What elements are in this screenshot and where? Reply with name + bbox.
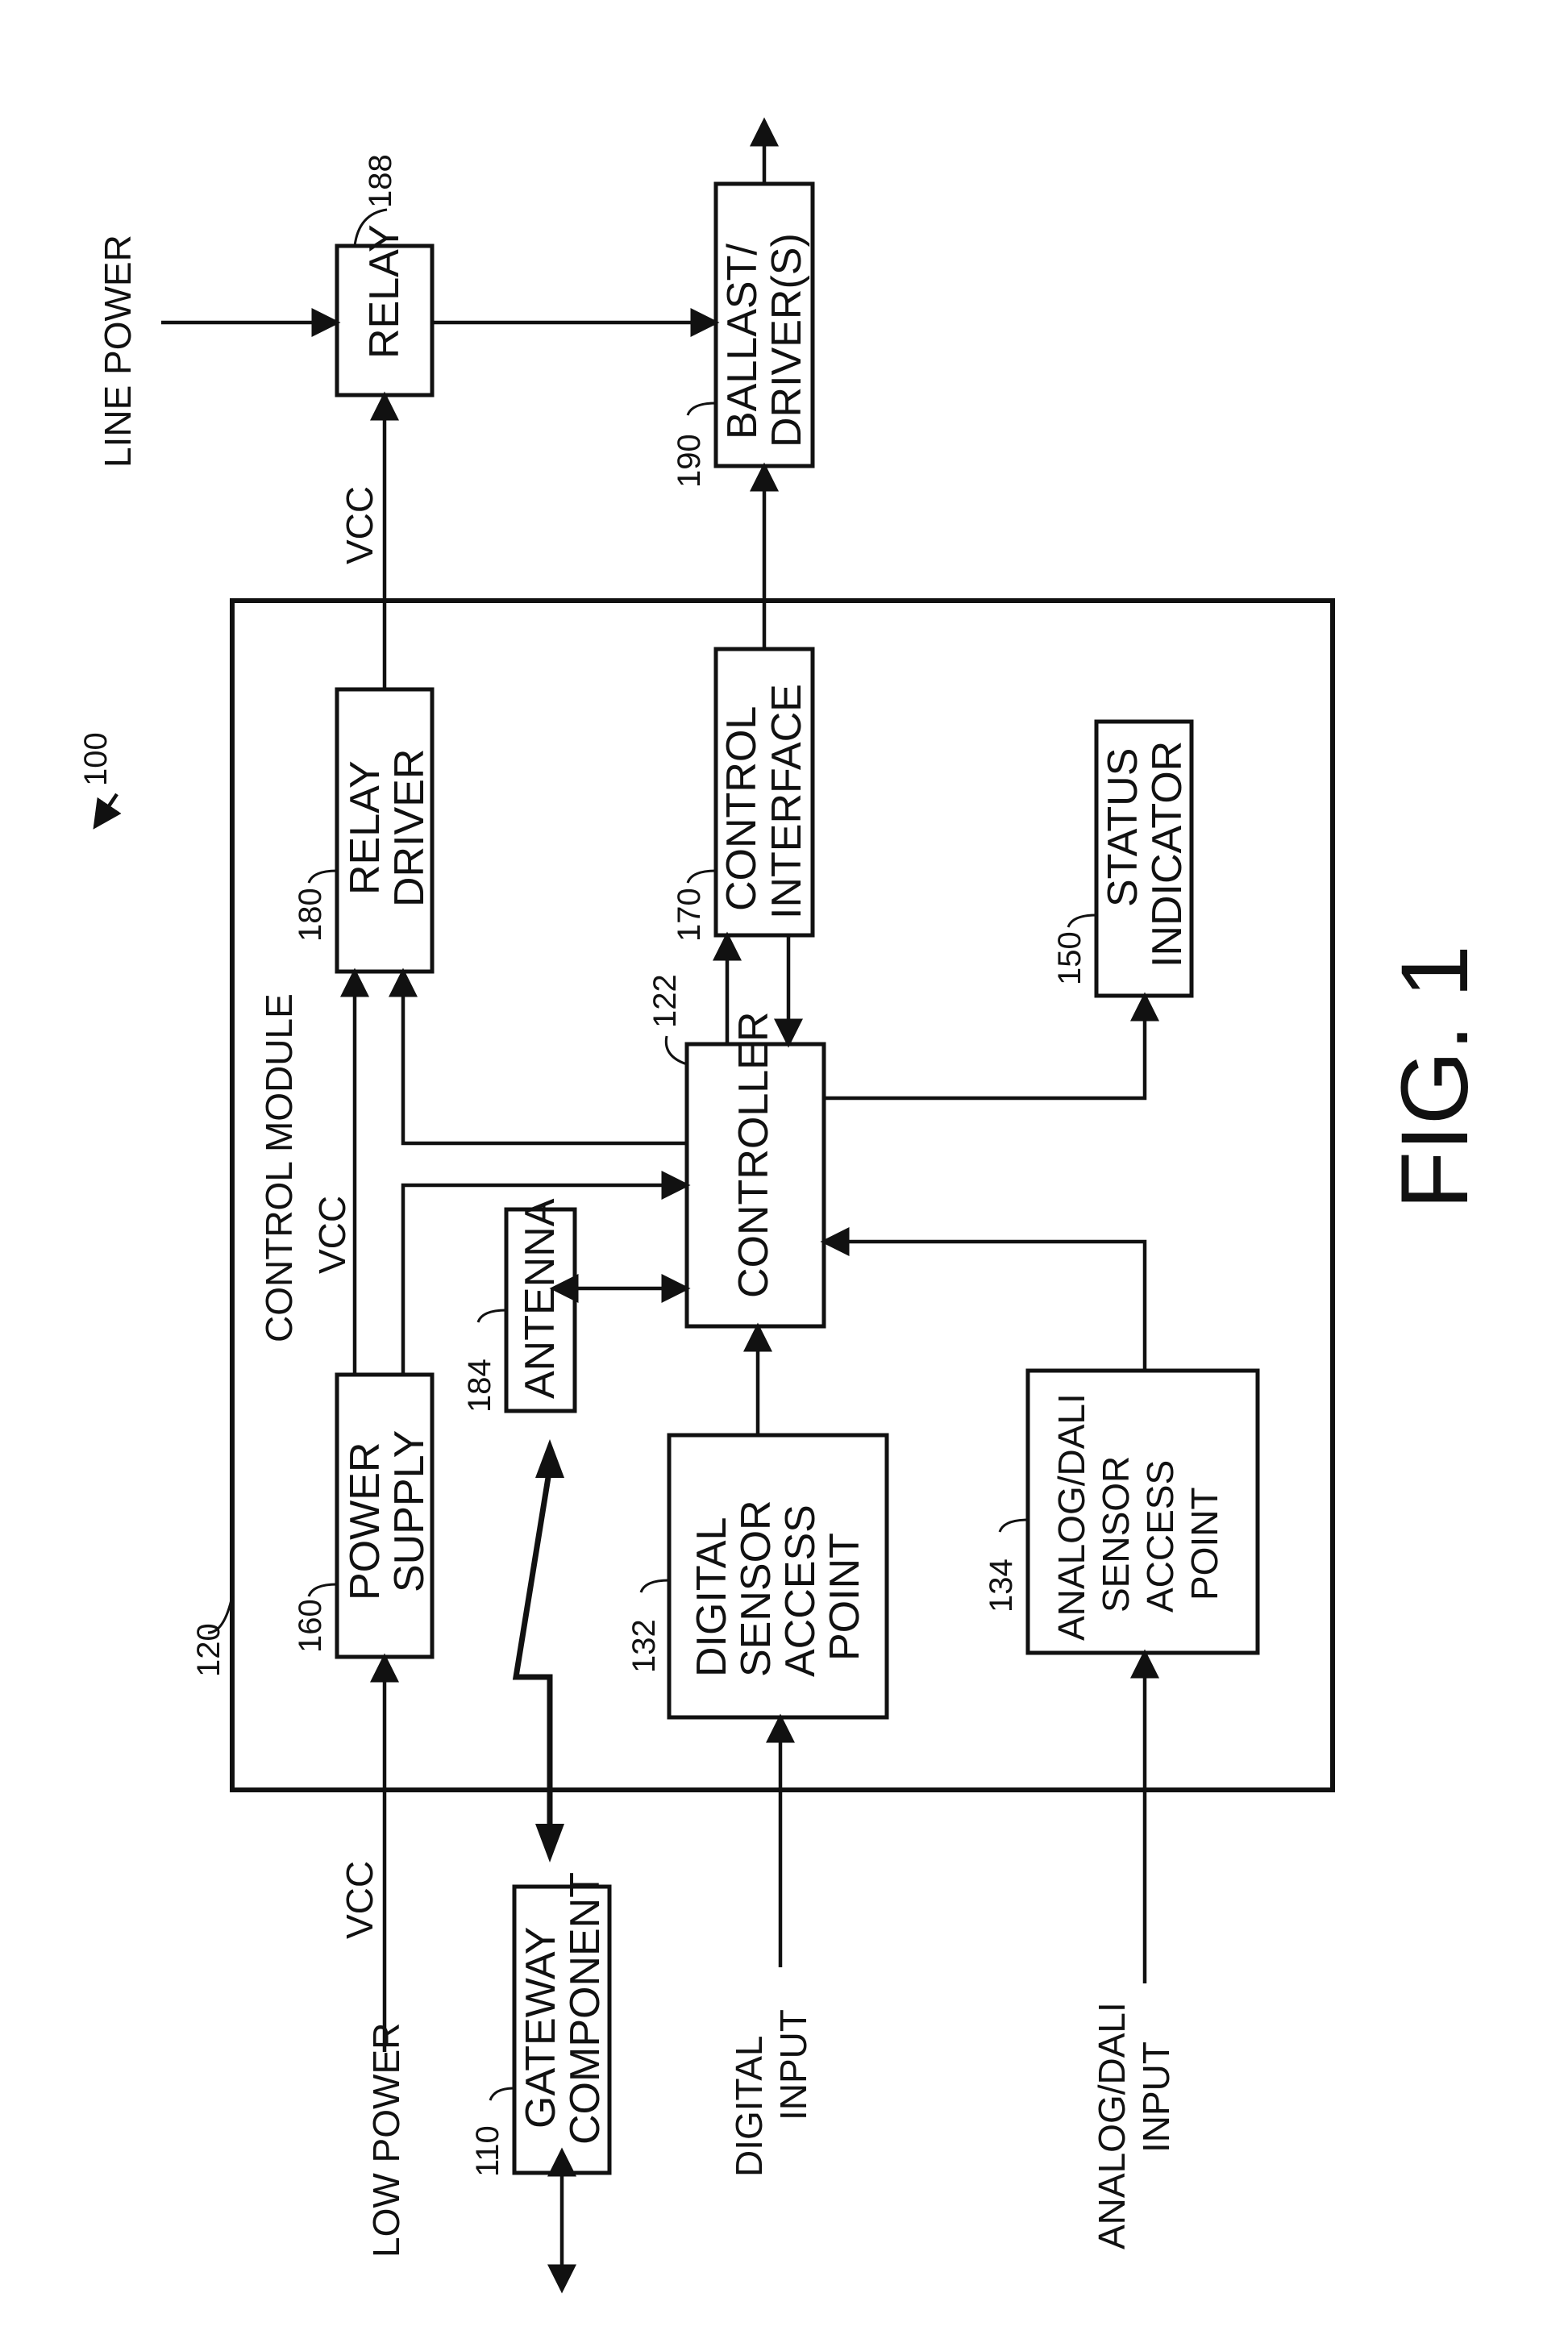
digital-sap-label-3: ACCESS <box>777 1504 824 1677</box>
power-supply-label-2: SUPPLY <box>386 1430 433 1592</box>
controller-to-status-indicator-wire <box>824 992 1159 1101</box>
controller-label: CONTROLLER <box>730 1012 777 1298</box>
wireless-link-bolt <box>512 1467 553 1830</box>
ballast-driver-label-2: DRIVER(S) <box>763 233 810 447</box>
controller-ref: 122 <box>647 974 683 1028</box>
antenna-ref-leader <box>476 1309 507 1323</box>
relay-ref-leader <box>353 208 388 247</box>
power-supply-ref-leader <box>307 1583 338 1597</box>
line-power-label: LINE POWER <box>97 235 139 468</box>
relay-driver-ref-leader <box>307 869 338 884</box>
power-supply-ref: 160 <box>293 1599 328 1653</box>
analog-sap-ref-leader <box>998 1518 1029 1533</box>
analog-sap-label-1: ANALOG/DALI <box>1050 1393 1092 1641</box>
relay-driver-ref: 180 <box>293 888 328 942</box>
vcc-low-label: VCC <box>339 1861 381 1939</box>
digital-input-label-1: DIGITAL <box>728 2035 770 2177</box>
digital-input-label-2: INPUT <box>772 2009 814 2120</box>
low-power-label: LOW POWER <box>365 2023 407 2258</box>
control-module-title: CONTROL MODULE <box>258 993 300 1342</box>
gateway-ref-leader <box>489 2087 515 2101</box>
control-interface-ref-leader <box>686 869 717 884</box>
analog-sap-label-2: SENSOR <box>1095 1456 1137 1613</box>
vcc-module-label: VCC <box>311 1196 353 1274</box>
digital-sap-ref: 132 <box>626 1619 662 1673</box>
relay-driver-block <box>335 687 435 974</box>
digital-sap-label-1: DIGITAL <box>688 1517 735 1677</box>
figure-ref-arrow <box>93 793 122 830</box>
ballast-ref: 190 <box>672 434 707 488</box>
antenna-label: ANTENNA <box>517 1198 564 1399</box>
power-supply-label-1: POWER <box>342 1442 389 1600</box>
gateway-label-1: GATEWAY <box>518 1927 564 2129</box>
analog-sap-to-controller-wire <box>820 1227 1147 1371</box>
ballast-driver-label-1: BALLAST/ <box>719 243 766 439</box>
wireless-link-arrowhead-top <box>535 1439 564 1478</box>
digital-sap-label-2: SENSOR <box>733 1500 780 1677</box>
ballast-ref-leader <box>686 402 717 416</box>
digital-sap-ref-leader <box>639 1579 670 1593</box>
digital-sap-label-4: POINT <box>821 1533 868 1661</box>
relay-label: RELAY <box>361 224 408 359</box>
analog-input-label-2: INPUT <box>1135 2041 1177 2153</box>
analog-sap-label-3: ACCESS <box>1139 1460 1181 1613</box>
vcc-top-label: VCC <box>339 486 381 564</box>
control-module-ref: 120 <box>191 1623 227 1677</box>
relay-driver-label-1: RELAY <box>342 760 389 895</box>
figure-caption: FIG. 1 <box>1382 945 1488 1209</box>
analog-sap-ref: 134 <box>984 1559 1019 1613</box>
control-interface-label-2: INTERFACE <box>763 684 810 919</box>
power-supply-to-controller-wire <box>401 1171 691 1375</box>
antenna-ref: 184 <box>462 1359 497 1413</box>
figure-ref-label: 100 <box>78 732 114 786</box>
control-module-ref-leader <box>207 1596 234 1634</box>
control-module-frame <box>230 598 1335 1792</box>
analog-input-label-1: ANALOG/DALI <box>1091 2002 1133 2249</box>
status-indicator-ref-leader <box>1067 913 1097 928</box>
controller-ref-leader <box>664 1035 688 1066</box>
relay-driver-label-2: DRIVER <box>386 749 433 907</box>
relay-ref: 188 <box>363 154 398 208</box>
analog-sap-label-4: POINT <box>1183 1487 1225 1600</box>
wireless-link-arrowhead-bottom <box>535 1824 564 1862</box>
status-indicator-label-1: STATUS <box>1100 748 1146 907</box>
control-interface-label-1: CONTROL <box>718 706 765 911</box>
status-indicator-label-2: INDICATOR <box>1144 741 1191 968</box>
gateway-ref: 110 <box>470 2125 505 2177</box>
control-interface-ref: 170 <box>672 888 707 942</box>
status-indicator-ref: 150 <box>1052 931 1088 985</box>
controller-to-relay-driver-wire <box>389 968 687 1146</box>
gateway-label-2: COMPONENT <box>562 1872 609 2145</box>
